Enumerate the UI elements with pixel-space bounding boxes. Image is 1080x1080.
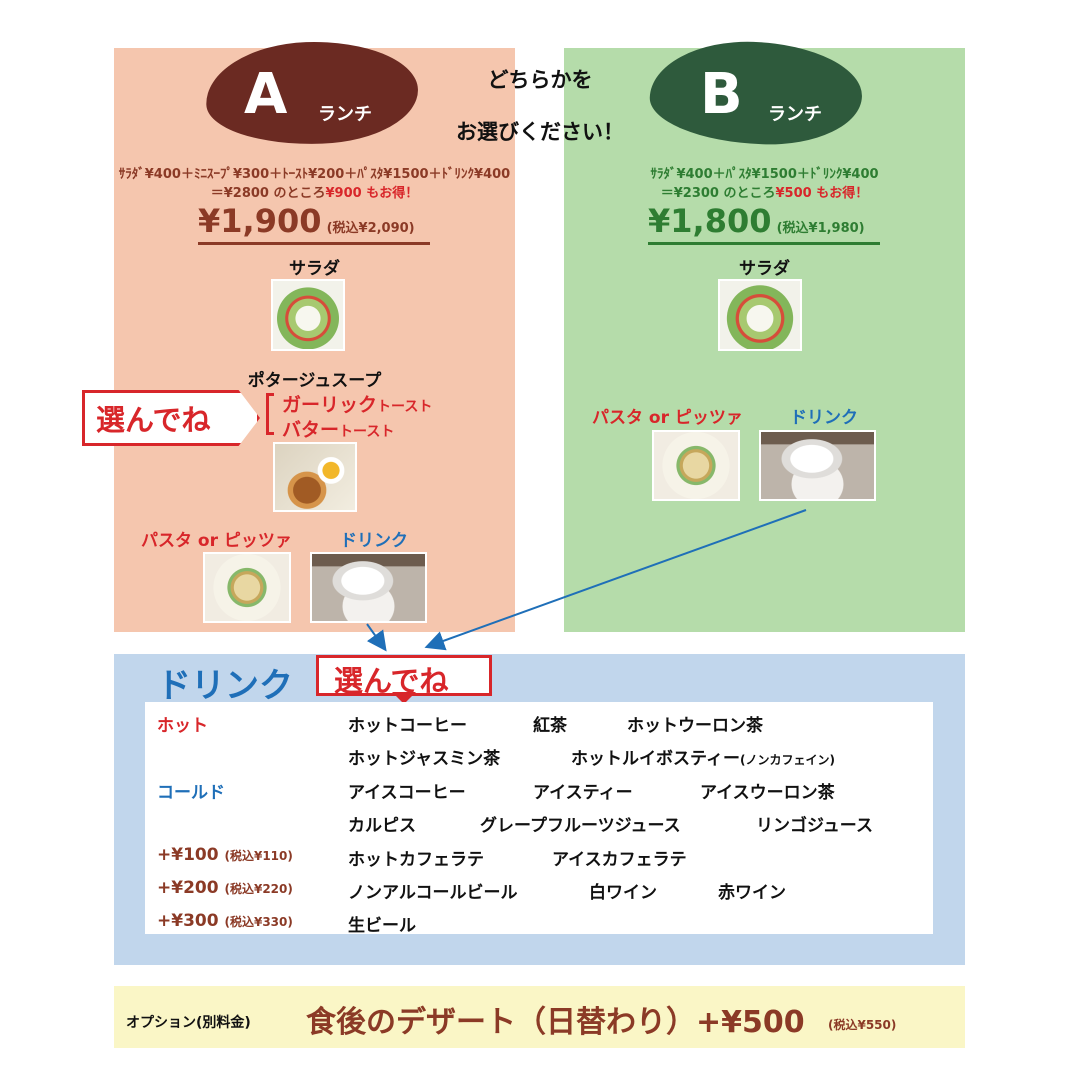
dessert-tax: (税込¥550) <box>828 1018 897 1032</box>
drink-item: ホットウーロン茶 <box>627 716 763 736</box>
drink-choose-pointer <box>392 692 416 704</box>
lunch-a-option2-main: バター <box>282 419 340 441</box>
dessert-main: 食後のデザート（日替わり）+¥500 <box>306 1005 805 1040</box>
lunch-a-choose-text: 選んでね <box>96 403 211 437</box>
drink-category-plus100-price: +¥100 <box>157 845 219 865</box>
lunch-b-saving-amount: ¥500 もお得！ <box>775 186 869 201</box>
lunch-a-drink-label: ドリンク <box>340 531 408 551</box>
lunch-a-option1-sub: トースト <box>377 399 433 415</box>
drink-item: リンゴジュース <box>756 816 873 836</box>
lunch-a-letter: A <box>244 62 288 127</box>
dessert-panel <box>114 986 965 1048</box>
lunch-a-bracket <box>266 393 274 435</box>
lunch-a-breakdown: ｻﾗﾀﾞ¥400＋ﾐﾆｽｰﾌﾟ¥300＋ﾄｰｽﾄ¥200＋ﾊﾟｽﾀ¥1500＋ﾄ… <box>118 167 511 182</box>
drink-category-plus300-price: +¥300 <box>157 911 219 931</box>
lunch-a-price: ¥1,900 <box>198 202 322 240</box>
lunch-a-option2-sub: トースト <box>339 424 395 440</box>
drink-item: カルピス <box>348 816 416 836</box>
arrow-a-to-drinks <box>366 623 387 652</box>
drink-item: アイスティー <box>533 783 633 803</box>
header-line1: どちらかを <box>487 68 593 92</box>
drink-title: ドリンク <box>157 666 293 706</box>
arrow-b-to-drinks <box>424 509 807 651</box>
drink-item: アイスカフェラテ <box>552 850 687 870</box>
lunch-b-word: ランチ <box>768 104 822 125</box>
lunch-a-soup-photo <box>273 442 357 512</box>
drink-item: ホットコーヒー <box>348 716 467 736</box>
lunch-a-salad-photo <box>271 279 345 351</box>
drink-category-plus200-price: +¥200 <box>157 878 219 898</box>
drink-table <box>145 702 933 934</box>
drink-category-plus300-tax: (税込¥330) <box>224 915 293 929</box>
lunch-b-tax: (税込¥1,980) <box>776 221 865 236</box>
lunch-b-price-row: ¥1,800 (税込¥1,980) <box>648 202 880 245</box>
lunch-a-word: ランチ <box>318 104 372 125</box>
drink-item: グレープフルーツジュース <box>480 816 681 836</box>
lunch-b-salad-photo <box>718 279 802 351</box>
lunch-a-choose-tag <box>82 390 260 446</box>
drink-item: ノンアルコールビール <box>348 883 518 903</box>
lunch-b-salad-label: サラダ <box>739 259 790 279</box>
lunch-a-pasta-photo <box>203 552 291 623</box>
lunch-b-breakdown: ｻﾗﾀﾞ¥400＋ﾊﾟｽﾀ¥1500＋ﾄﾞﾘﾝｸ¥400 <box>650 167 879 182</box>
lunch-b-saving-prefix: ＝¥2300 のところ <box>660 186 776 201</box>
lunch-a-option1: ガーリックトースト <box>282 390 432 417</box>
drink-category-hot: ホット <box>157 716 208 736</box>
lunch-a-pasta-label: パスタ or ピッツァ <box>141 531 292 551</box>
drink-category-plus100-tax: (税込¥110) <box>224 849 293 863</box>
lunch-a-option2: バタートースト <box>282 415 394 442</box>
drink-item: ホットカフェラテ <box>348 850 484 870</box>
drink-item: アイスウーロン茶 <box>700 783 835 803</box>
drink-item: ホットジャスミン茶 <box>348 749 501 769</box>
drink-item: 白ワイン <box>589 883 657 903</box>
lunch-b-drink-label: ドリンク <box>790 408 858 428</box>
lunch-b-saving: ＝¥2300 のところ¥500 もお得！ <box>564 182 965 201</box>
drink-category-plus200-tax: (税込¥220) <box>224 882 293 896</box>
drink-category-cold: コールド <box>157 783 225 803</box>
lunch-a-soup-label: ポタージュスープ <box>247 371 382 391</box>
drink-item: 生ビール <box>348 916 416 936</box>
dessert-option-label: オプション(別料金) <box>126 1015 251 1031</box>
lunch-b-pasta-photo <box>652 430 740 501</box>
drink-item-rooibos: ホットルイボスティー(ノンカフェイン) <box>571 744 835 769</box>
lunch-a-option1-main: ガーリック <box>282 394 378 416</box>
lunch-a-saving: ＝¥2800 のところ¥900 もお得！ <box>114 182 515 201</box>
header-line2: お選びください！ <box>456 120 624 144</box>
lunch-a-salad-label: サラダ <box>289 259 340 279</box>
lunch-b-pasta-label: パスタ or ピッツァ <box>592 408 743 428</box>
lunch-a-saving-amount: ¥900 もお得！ <box>325 186 419 201</box>
drink-item: 紅茶 <box>533 716 567 736</box>
drink-item-rooibos-note: (ノンカフェイン) <box>739 753 835 767</box>
lunch-b-drink-photo <box>759 430 876 501</box>
lunch-b-letter: B <box>700 62 743 127</box>
lunch-a-drink-photo <box>310 552 427 623</box>
drink-category-plus100: +¥100 (税込¥110) <box>157 845 293 865</box>
drink-choose-text: 選んでね <box>334 664 449 698</box>
lunch-a-tax: (税込¥2,090) <box>326 221 415 236</box>
lunch-a-saving-prefix: ＝¥2800 のところ <box>210 186 326 201</box>
lunch-b-price: ¥1,800 <box>648 202 772 240</box>
drink-category-plus200: +¥200 (税込¥220) <box>157 878 293 898</box>
drink-item: アイスコーヒー <box>348 783 466 803</box>
drink-item: 赤ワイン <box>718 883 786 903</box>
drink-item-rooibos-label: ホットルイボスティー <box>571 749 740 769</box>
drink-category-plus300: +¥300 (税込¥330) <box>157 911 293 931</box>
lunch-a-price-row: ¥1,900 (税込¥2,090) <box>198 202 430 245</box>
